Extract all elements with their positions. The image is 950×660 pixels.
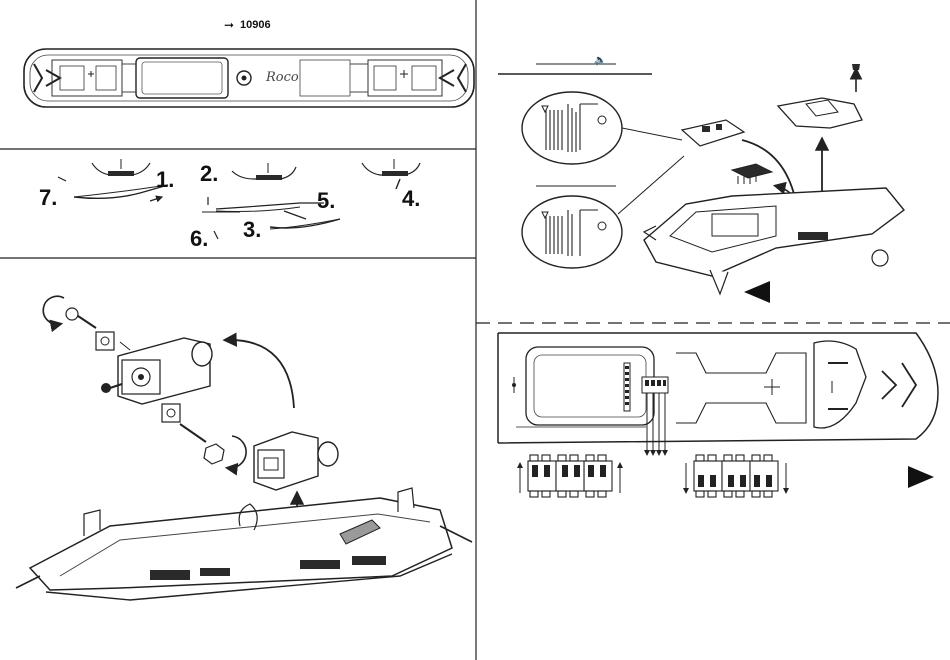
decoder-install-drawing xyxy=(476,0,950,323)
step-label-1: 1. xyxy=(156,169,174,191)
panel-dip-switch-settings xyxy=(476,323,950,660)
step-label-2: 2. xyxy=(200,163,218,185)
step-label-6: 6. xyxy=(190,228,208,250)
panel-coupler-removal: 1. 2. 3. 4. 5. 6. 7. xyxy=(0,149,476,258)
step-label-5: 5. xyxy=(317,190,335,212)
roco-logo: Roco xyxy=(266,70,299,85)
dip-switch-drawing xyxy=(476,323,950,660)
panel-motor-replacement xyxy=(0,258,476,660)
next-page-arrow[interactable] xyxy=(908,466,934,488)
step-label-4: 4. xyxy=(402,188,420,210)
chassis-top-drawing xyxy=(0,0,476,149)
previous-page-arrow[interactable] xyxy=(744,281,770,303)
panel-chassis-top-view: ➞ 10906 Roco xyxy=(0,0,476,149)
speaker-icon: 🔈 xyxy=(594,56,606,66)
motor-replacement-drawing xyxy=(0,258,476,660)
step-label-7: 7. xyxy=(39,187,57,209)
panel-decoder-install: 🔈 xyxy=(476,0,950,323)
step-label-3: 3. xyxy=(243,219,261,241)
